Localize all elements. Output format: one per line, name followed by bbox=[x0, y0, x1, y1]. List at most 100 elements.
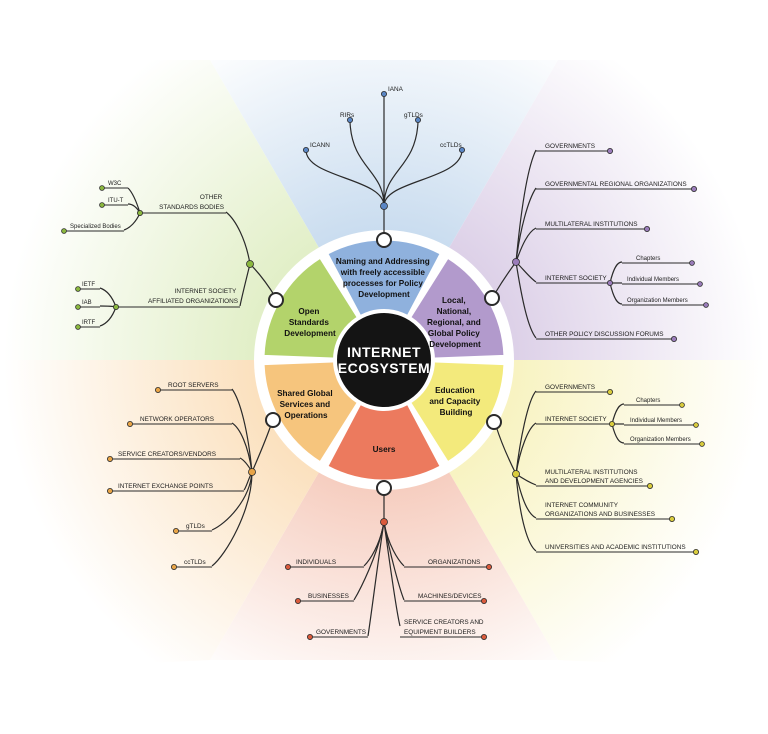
users-hub-dot bbox=[380, 518, 388, 526]
naming-leaf-gtlds: gTLDs bbox=[404, 112, 423, 119]
education-leaf-dot-universities bbox=[693, 549, 700, 556]
standards-sub-dot-irtf bbox=[75, 324, 81, 330]
education-sub-organization: Organization Members bbox=[630, 437, 691, 443]
shared-leaf-cctlds: ccTLDs bbox=[184, 559, 206, 566]
naming-connector bbox=[376, 232, 392, 248]
policy-leaf-governments: GOVERNMENTS bbox=[545, 143, 595, 150]
shared-leaf-dot-root bbox=[154, 386, 161, 393]
policy-connector bbox=[484, 290, 500, 306]
wheel-segments bbox=[263, 239, 505, 481]
shared-hub-dot bbox=[248, 468, 256, 476]
education-leaf-dot-community bbox=[669, 516, 676, 523]
users-leaf-dot-governments bbox=[306, 634, 313, 641]
policy-leaf-dot-multilateral bbox=[644, 225, 651, 232]
standards-connector bbox=[268, 292, 284, 308]
shared-leaf-network: NETWORK OPERATORS bbox=[140, 416, 214, 423]
users-leaf-machines: MACHINES/DEVICES bbox=[418, 593, 482, 600]
policy-sub-dot-organization bbox=[703, 302, 709, 308]
segment-label-policy: Local, National, Regional, and Global Po… bbox=[427, 296, 483, 349]
education-connector bbox=[486, 414, 502, 430]
education-leaf-isoc: INTERNET SOCIETY bbox=[545, 416, 607, 423]
education-sub-individual: Individual Members bbox=[630, 418, 682, 424]
naming-leaf-dot-cctlds bbox=[458, 146, 465, 153]
standards-sub-ietf: IETF bbox=[82, 282, 95, 288]
shared-leaf-gtlds: gTLDs bbox=[186, 523, 205, 530]
policy-leaf-forums: OTHER POLICY DISCUSSION FORUMS bbox=[545, 331, 663, 338]
users-leaf-dot-businesses bbox=[294, 598, 301, 605]
segment-label-users: Users bbox=[373, 445, 396, 454]
shared-leaf-dot-network bbox=[127, 420, 134, 427]
education-leaf-dot-governments bbox=[607, 388, 614, 395]
education-sub-dot-organization bbox=[699, 441, 705, 447]
segment-label-education: Education and Capacity Building bbox=[429, 386, 482, 417]
education-leaf-dot-multilateral bbox=[647, 482, 654, 489]
standards-sub-dot-ietf bbox=[75, 286, 81, 292]
education-leaf-universities: UNIVERSITIES AND ACADEMIC INSTITUTIONS bbox=[545, 544, 686, 551]
standards-sub-specialized: Specialized Bodies bbox=[70, 224, 121, 230]
education-branch: GOVERNMENTS INTERNET SOCIETY MULTILATERA… bbox=[486, 384, 705, 556]
policy-isoc-hub-dot bbox=[607, 279, 614, 286]
education-sub-dot-chapters bbox=[679, 402, 685, 408]
center-title-line2: ECOSYSTEM bbox=[338, 360, 430, 376]
standards-leaf-isoc: INTERNET SOCIETY AFFILIATED ORGANIZATION… bbox=[148, 288, 238, 305]
policy-branch: GOVERNMENTS GOVERNMENTAL REGIONAL ORGANI… bbox=[484, 143, 709, 342]
naming-leaf-iana: IANA bbox=[388, 86, 404, 93]
shared-branch: ROOT SERVERS NETWORK OPERATORS SERVICE C… bbox=[107, 382, 281, 571]
shared-leaf-root: ROOT SERVERS bbox=[168, 382, 219, 389]
policy-leaf-isoc: INTERNET SOCIETY bbox=[545, 275, 607, 282]
center-circle bbox=[333, 309, 435, 411]
shared-leaf-dot-cctlds bbox=[170, 564, 177, 571]
standards-sub-dot-itut bbox=[99, 202, 105, 208]
standards-isoc-hub-dot bbox=[113, 303, 120, 310]
education-leaf-multilateral: MULTILATERAL INSTITUTIONS AND DEVELOPMEN… bbox=[545, 469, 643, 485]
shared-leaf-dot-ixp bbox=[107, 487, 114, 494]
education-isoc-hub-dot bbox=[609, 420, 616, 427]
education-leaf-governments: GOVERNMENTS bbox=[545, 384, 595, 391]
users-leaf-dot-individuals bbox=[284, 564, 291, 571]
naming-leaf-icann: ICANN bbox=[310, 142, 330, 149]
standards-sub-iab: IAB bbox=[82, 300, 92, 306]
education-sub-chapters: Chapters bbox=[636, 398, 660, 404]
standards-sub-irtf: IRTF bbox=[82, 320, 96, 326]
policy-sub-dot-chapters bbox=[689, 260, 695, 266]
users-leaf-governments: GOVERNMENTS bbox=[316, 629, 366, 636]
education-sub-dot-individual bbox=[693, 422, 699, 428]
policy-leaf-dot-forums bbox=[671, 335, 678, 342]
shared-leaf-creators: SERVICE CREATORS/VENDORS bbox=[118, 451, 216, 458]
shared-connector bbox=[265, 412, 281, 428]
education-hub-dot bbox=[512, 470, 520, 478]
shared-leaf-ixp: INTERNET EXCHANGE POINTS bbox=[118, 483, 213, 490]
policy-leaf-multilateral: MULTILATERAL INSTITUTIONS bbox=[545, 221, 638, 228]
naming-leaf-dot-gtlds bbox=[414, 117, 421, 124]
users-leaf-businesses: BUSINESSES bbox=[308, 593, 349, 600]
users-leaf-organizations: ORGANIZATIONS bbox=[428, 559, 480, 566]
center-title-line1: INTERNET bbox=[347, 344, 421, 360]
naming-leaf-dot-iana bbox=[380, 91, 387, 98]
naming-branch: ICANN RIRs IANA gTLDs ccTLDs bbox=[302, 86, 465, 248]
standards-hub-dot bbox=[246, 260, 254, 268]
naming-leaf-cctlds: ccTLDs bbox=[440, 142, 462, 149]
standards-sub-dot-iab bbox=[75, 304, 81, 310]
segment-label-naming: Naming and Addressing with freely access… bbox=[336, 257, 432, 299]
segment-label-shared: Shared Global Services and Operations bbox=[277, 389, 335, 420]
standards-sub-itut: ITU-T bbox=[108, 198, 124, 204]
shared-leaf-dot-creators bbox=[107, 455, 114, 462]
standards-sub-dot-w3c bbox=[99, 185, 105, 191]
education-leaf-community: INTERNET COMMUNITY ORGANIZATIONS AND BUS… bbox=[545, 502, 655, 518]
users-branch: INDIVIDUALS BUSINESSES GOVERNMENTS ORGAN… bbox=[284, 480, 492, 641]
users-leaf-individuals: INDIVIDUALS bbox=[296, 559, 336, 566]
shared-leaf-dot-gtlds bbox=[172, 528, 179, 535]
standards-sub-dot-specialized bbox=[61, 228, 67, 234]
policy-leaf-dot-regional bbox=[691, 185, 698, 192]
users-leaf-dot-creators bbox=[480, 634, 487, 641]
standards-other-hub-dot bbox=[136, 209, 143, 216]
segment-label-standards: Open Standards Development bbox=[284, 307, 336, 338]
policy-sub-chapters: Chapters bbox=[636, 256, 660, 262]
standards-branch: OTHER STANDARDS BODIES INTERNET SOCIETY … bbox=[61, 181, 284, 330]
naming-hub-dot bbox=[380, 202, 388, 210]
policy-leaf-dot-governments bbox=[607, 147, 614, 154]
users-leaf-creators: SERVICE CREATORS AND EQUIPMENT BUILDERS bbox=[404, 619, 485, 636]
policy-leaf-regional: GOVERNMENTAL REGIONAL ORGANIZATIONS bbox=[545, 181, 687, 188]
